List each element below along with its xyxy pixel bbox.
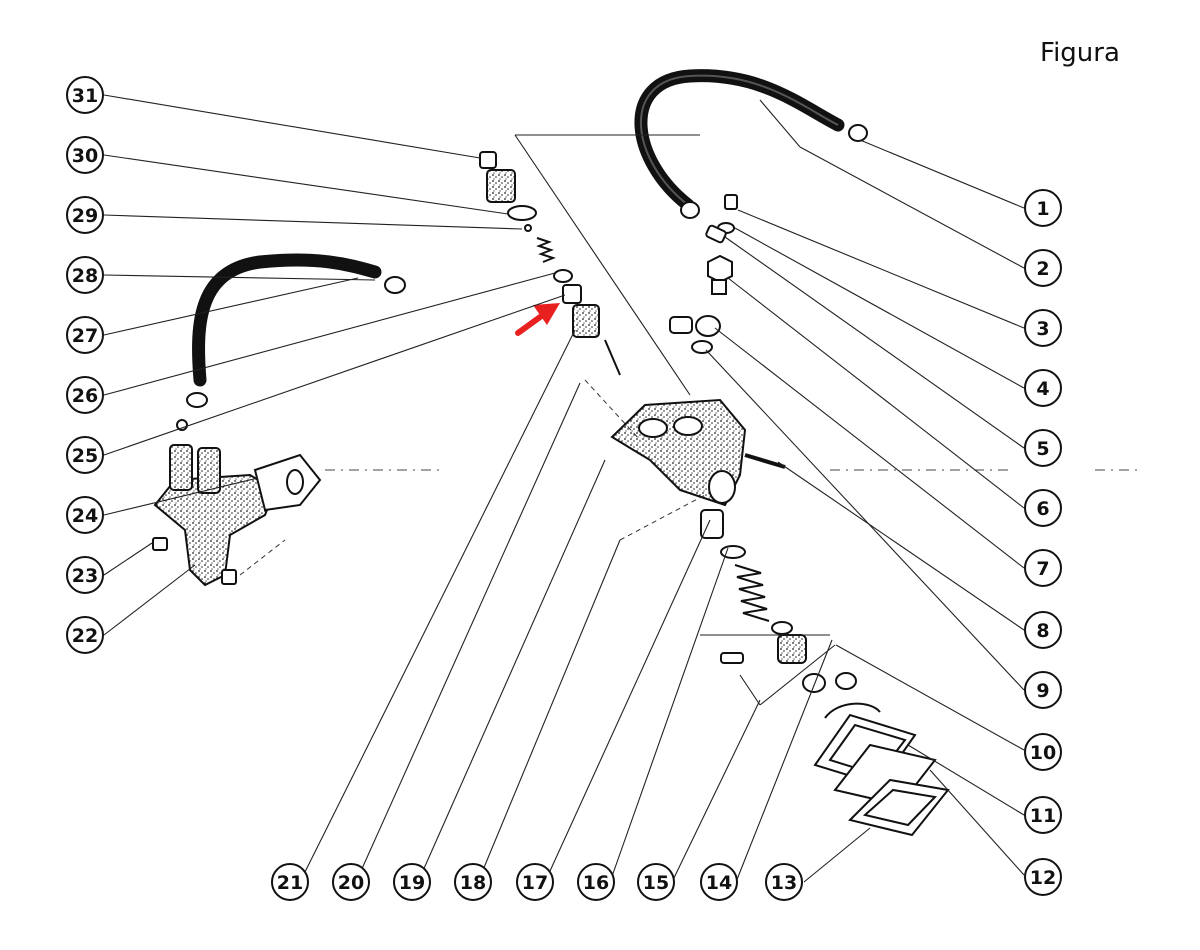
callout-5: 5 bbox=[1024, 429, 1062, 467]
callout-31: 31 bbox=[66, 76, 104, 114]
fuel-hose-right bbox=[634, 69, 868, 219]
svg-text:15: 15 bbox=[643, 872, 669, 894]
svg-text:25: 25 bbox=[72, 445, 98, 467]
callout-12: 12 bbox=[1024, 858, 1062, 896]
callout-7: 7 bbox=[1024, 549, 1062, 587]
callout-29: 29 bbox=[66, 196, 104, 234]
svg-text:1: 1 bbox=[1036, 198, 1049, 220]
svg-text:17: 17 bbox=[522, 872, 548, 894]
svg-text:3: 3 bbox=[1036, 318, 1049, 340]
callout-1: 1 bbox=[1024, 189, 1062, 227]
callout-16: 16 bbox=[577, 863, 615, 901]
svg-text:22: 22 bbox=[72, 625, 98, 647]
svg-text:23: 23 bbox=[72, 565, 98, 587]
svg-text:28: 28 bbox=[72, 265, 98, 287]
callout-18: 18 bbox=[454, 863, 492, 901]
svg-text:29: 29 bbox=[72, 205, 98, 227]
fuel-lift-pump bbox=[152, 419, 322, 587]
callout-14: 14 bbox=[700, 863, 738, 901]
callout-4: 4 bbox=[1024, 369, 1062, 407]
callout-9: 9 bbox=[1024, 671, 1062, 709]
figure-title: Figura bbox=[1040, 38, 1120, 68]
svg-text:12: 12 bbox=[1030, 867, 1056, 889]
callout-28: 28 bbox=[66, 256, 104, 294]
svg-text:20: 20 bbox=[338, 872, 364, 894]
callout-27: 27 bbox=[66, 316, 104, 354]
highlight-arrow-icon bbox=[515, 303, 560, 336]
svg-text:7: 7 bbox=[1036, 558, 1049, 580]
svg-text:18: 18 bbox=[460, 872, 486, 894]
callout-25: 25 bbox=[66, 436, 104, 474]
callout-8: 8 bbox=[1024, 611, 1062, 649]
callout-26: 26 bbox=[66, 376, 104, 414]
svg-text:6: 6 bbox=[1036, 498, 1049, 520]
callout-20: 20 bbox=[332, 863, 370, 901]
callout-6: 6 bbox=[1024, 489, 1062, 527]
pump-cover-body bbox=[610, 398, 747, 507]
callout-3: 3 bbox=[1024, 309, 1062, 347]
callout-2: 2 bbox=[1024, 249, 1062, 287]
banjo-parts bbox=[669, 194, 738, 354]
callout-19: 19 bbox=[393, 863, 431, 901]
svg-text:21: 21 bbox=[277, 872, 303, 894]
svg-text:16: 16 bbox=[583, 872, 609, 894]
svg-text:30: 30 bbox=[72, 145, 98, 167]
svg-text:13: 13 bbox=[771, 872, 797, 894]
svg-text:10: 10 bbox=[1030, 742, 1056, 764]
fuel-hose-left bbox=[186, 253, 406, 408]
lower-spring-stack bbox=[700, 453, 857, 693]
callout-30: 30 bbox=[66, 136, 104, 174]
svg-text:14: 14 bbox=[706, 872, 732, 894]
svg-text:24: 24 bbox=[72, 505, 98, 527]
callout-22: 22 bbox=[66, 616, 104, 654]
svg-text:19: 19 bbox=[399, 872, 425, 894]
svg-text:2: 2 bbox=[1036, 258, 1049, 280]
gasket-plates bbox=[813, 702, 950, 837]
callout-17: 17 bbox=[516, 863, 554, 901]
svg-text:5: 5 bbox=[1036, 438, 1049, 460]
callout-23: 23 bbox=[66, 556, 104, 594]
svg-text:11: 11 bbox=[1030, 805, 1056, 827]
callout-13: 13 bbox=[765, 863, 803, 901]
leader-lines bbox=[103, 94, 1025, 883]
svg-text:4: 4 bbox=[1036, 378, 1049, 400]
upper-valve-parts bbox=[479, 151, 621, 376]
svg-text:8: 8 bbox=[1036, 620, 1049, 642]
dashed-assembly-lines bbox=[239, 379, 706, 576]
callout-15: 15 bbox=[637, 863, 675, 901]
part-callouts: 1 2 3 4 5 6 7 8 9 10 11 12 13 14 15 16 1… bbox=[66, 76, 1062, 901]
callout-11: 11 bbox=[1024, 796, 1062, 834]
svg-text:27: 27 bbox=[72, 325, 98, 347]
callout-21: 21 bbox=[271, 863, 309, 901]
callout-24: 24 bbox=[66, 496, 104, 534]
callout-10: 10 bbox=[1024, 733, 1062, 771]
svg-text:26: 26 bbox=[72, 385, 98, 407]
svg-text:31: 31 bbox=[72, 85, 98, 107]
svg-text:9: 9 bbox=[1036, 680, 1049, 702]
